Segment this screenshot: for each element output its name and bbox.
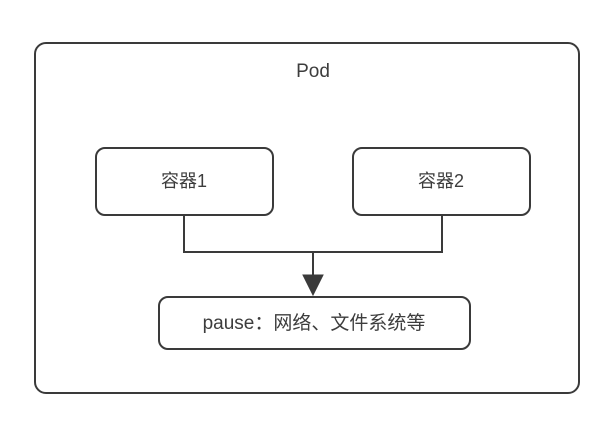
pod-title-label: Pod: [296, 61, 330, 82]
container-label-2: 容器2: [418, 171, 464, 191]
pause-container-label: pause：网络、文件系统等: [203, 312, 426, 334]
pause-container-box[interactable]: [158, 296, 471, 350]
container-label-1: 容器1: [161, 171, 207, 191]
connector-arrow-head-icon: [302, 274, 324, 297]
